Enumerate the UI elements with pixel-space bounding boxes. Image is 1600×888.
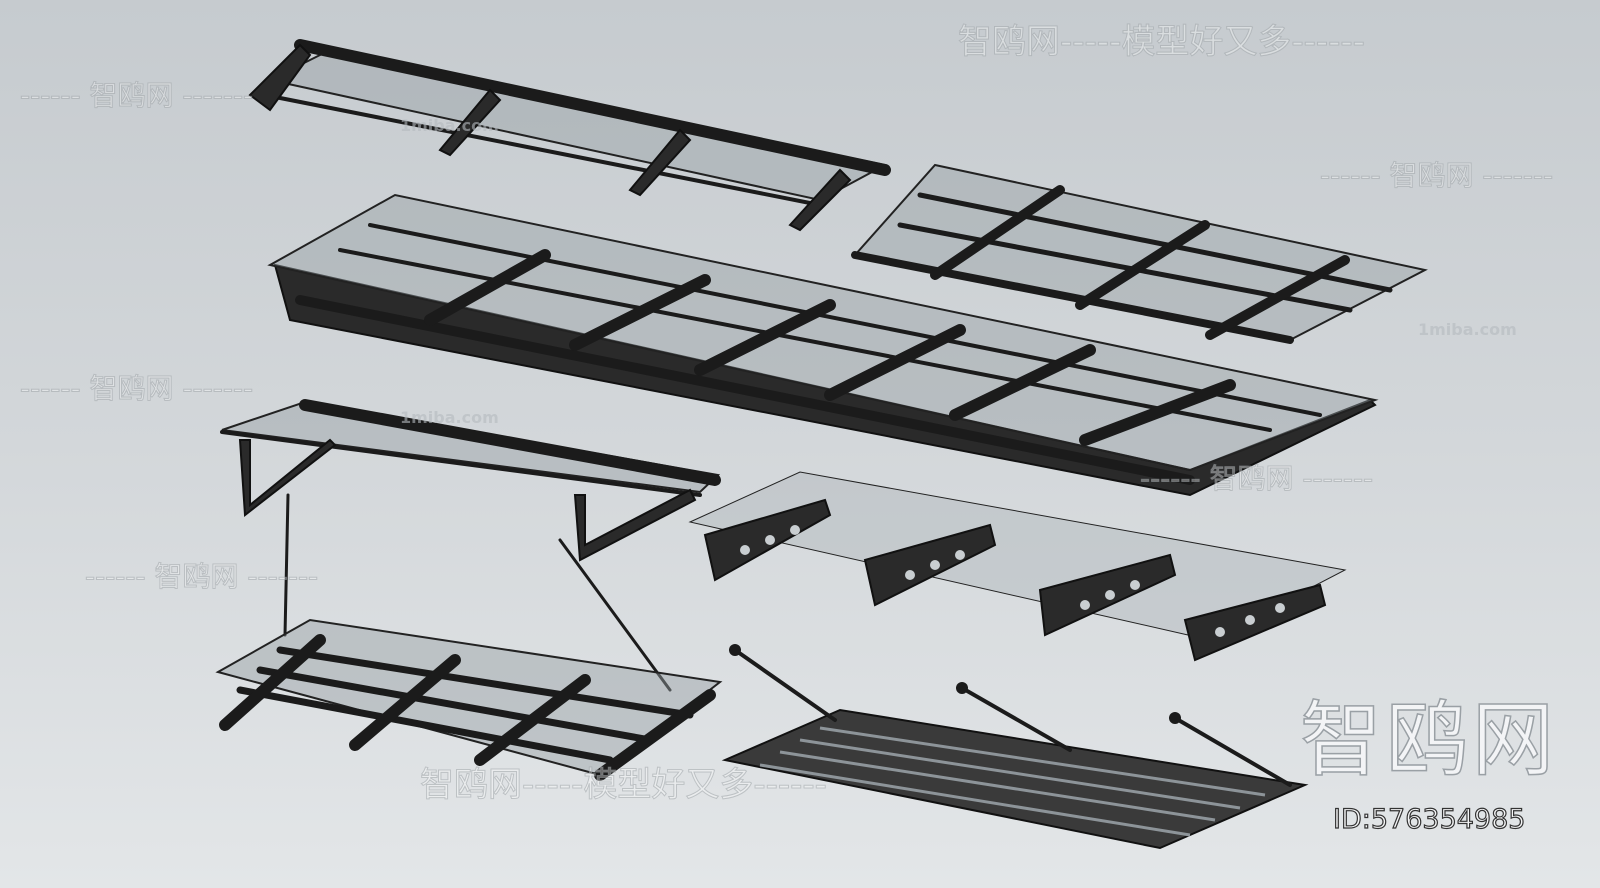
canopy-tierod-bottomright (721, 644, 1309, 850)
canopy-tube-top (248, 39, 891, 232)
watermark-site-1: 1miba.com (400, 116, 499, 135)
brand-logo-watermark: 智鸥网 (1299, 693, 1559, 788)
watermark-site-2: 1miba.com (400, 408, 499, 427)
canopy-slat-bottomleft (215, 618, 723, 781)
watermark-short-2: ------ 智鸥网 ------- (19, 372, 254, 405)
watermark-short-5: ------ 智鸥网 ------- (1139, 462, 1374, 495)
watermark-slogan-top: 智鸥网-----模型好又多------ (958, 22, 1366, 62)
watermark-short-1: ------ 智鸥网 ------- (19, 79, 254, 112)
watermark-short-3: ------ 智鸥网 ------- (84, 560, 319, 593)
watermark-short-4: ------ 智鸥网 ------- (1319, 159, 1554, 192)
canopy-long-center (267, 193, 1379, 497)
canopy-bracket-left (220, 399, 721, 692)
watermark-site-3: 1miba.com (1418, 320, 1517, 339)
model-id: ID:576354985 (1332, 804, 1526, 835)
canopy-slat-topright (851, 163, 1428, 344)
canopy-glass-right (688, 471, 1347, 662)
watermark-slogan-bottom: 智鸥网-----模型好又多------ (420, 765, 828, 805)
